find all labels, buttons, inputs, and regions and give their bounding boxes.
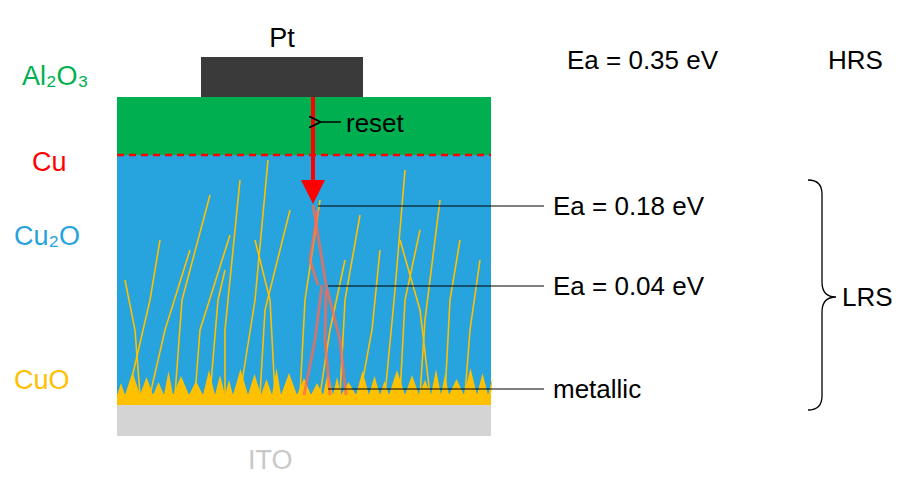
reset-path-faded <box>304 205 346 395</box>
pt-electrode <box>201 57 363 97</box>
reset-arrow <box>311 97 315 200</box>
cuo-filaments <box>125 160 480 395</box>
state-label: LRS <box>842 284 893 310</box>
cu2o-layer <box>117 155 491 405</box>
leader-lines <box>318 206 544 389</box>
energy-label: Ea = 0.04 eV <box>553 273 704 299</box>
energy-label: Ea = 0.35 eV <box>567 47 718 73</box>
process-label: reset <box>346 110 404 136</box>
electrode-label: Pt <box>269 25 295 52</box>
cuo-layer <box>117 394 491 405</box>
layer-label: Cu <box>32 149 67 176</box>
cu-interface <box>117 154 491 157</box>
lrs-bracket <box>808 180 836 410</box>
layer-label: Cu₂O <box>14 223 80 250</box>
energy-label: Ea = 0.18 eV <box>553 193 704 219</box>
layer-label: ITO <box>248 447 293 474</box>
state-label: metallic <box>553 376 641 402</box>
state-label: HRS <box>828 47 883 73</box>
layer-label: CuO <box>14 367 70 394</box>
ito-layer <box>117 404 491 436</box>
reset-pointer <box>319 121 341 123</box>
layer-label: Al₂O₃ <box>22 63 89 90</box>
al2o3-layer <box>117 97 491 155</box>
